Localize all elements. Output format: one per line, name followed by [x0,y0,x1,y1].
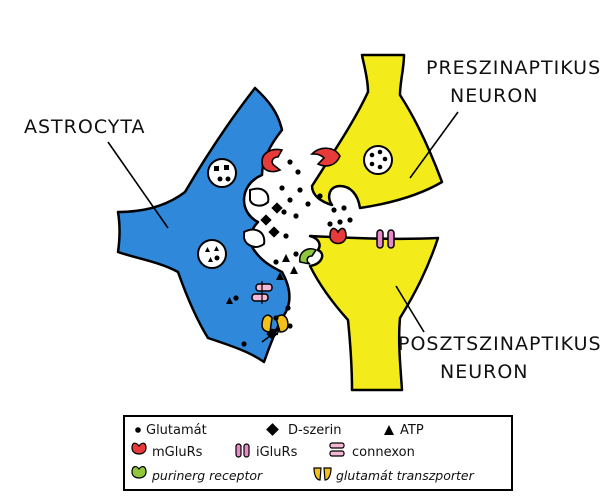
mglur-receptor-presynaptic [310,147,341,167]
astrocyte-vesicle-bottom [197,239,227,269]
purinergic-receptor-postsynaptic [298,247,318,265]
glutamate-molecules [233,159,353,347]
legend-glutamate-swatch [135,427,141,433]
legend-purinergic: purinerg receptor [151,468,263,483]
connexon-astrocyte [251,281,273,304]
legend-connexon: connexon [352,445,415,460]
d-serine-molecules [260,202,283,340]
iglur-receptor-postsynaptic [376,229,395,249]
legend-atp: ATP [400,423,424,438]
legend-glutamate: Glutamát [146,423,207,438]
pointer-presynaptic [409,111,459,179]
legend-atp-swatch [384,425,394,435]
astrocyte-receptor-pocket [243,228,266,248]
astrocyte-receptor-pocket [249,187,270,207]
presynaptic-neuron [310,53,444,210]
postsynaptic-neuron [308,234,440,392]
label-postsynaptic-1: POSZTSZINAPTIKUS [398,333,600,355]
label-presynaptic-2: NEURON [450,85,539,107]
label-presynaptic-1: PRESZINAPTIKUS [426,57,600,79]
mglur-receptor-astrocyte [261,148,284,173]
legend-iglur: iGluRs [256,445,298,460]
astrocyte-body [116,86,291,364]
presynaptic-vesicle [363,145,393,175]
astrocyte-vesicle-top [207,158,237,188]
mglur-receptor-postsynaptic [329,227,347,245]
legend-dserine-swatch [266,423,279,436]
legend-purinergic-swatch [131,466,147,479]
label-astrocyte: ASTROCYTA [24,116,146,138]
legend-dserine: D-szerin [288,423,342,438]
label-postsynaptic-2: NEURON [440,361,529,383]
legend-mglur: mGluRs [152,445,203,460]
atp-molecules [226,254,298,304]
legend-connexon-swatch [329,442,345,457]
legend-mglur-swatch [131,442,147,455]
pointer-astrocyte [107,141,169,229]
legend-transporter: glutamát transzporter [336,468,475,483]
legend-iglur-swatch [235,443,250,458]
pointer-postsynaptic [395,285,425,333]
legend-transporter-swatch [313,467,332,481]
